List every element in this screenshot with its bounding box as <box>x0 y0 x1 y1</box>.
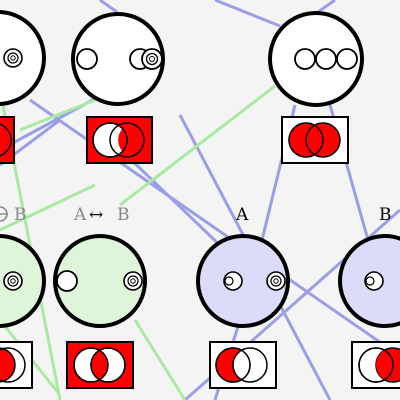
circle-node-icon <box>76 48 98 70</box>
node-labels: B A ↔ B A B <box>0 205 392 225</box>
venn-diagram-icon <box>351 341 400 389</box>
venn-diagram-icon <box>209 341 277 389</box>
circle-node-icon <box>266 271 286 291</box>
circle-node-icon <box>315 48 337 70</box>
bottom-blue-node-a <box>196 234 290 328</box>
label-c2-arrow: ↔ <box>89 205 103 225</box>
green-edge <box>0 183 96 232</box>
blue-edge <box>99 0 118 14</box>
circle-node-icon <box>56 270 78 292</box>
venn-diagram-icon <box>0 341 33 389</box>
venn-diagram-icon <box>66 341 134 389</box>
top-left-node <box>0 10 46 106</box>
top-middle-node <box>71 12 165 106</box>
circle-node-icon <box>3 48 23 68</box>
green-edge <box>19 98 96 132</box>
bottom-blue-node-b <box>338 234 400 328</box>
top-right-node <box>268 11 364 107</box>
label-c4: B <box>379 205 392 225</box>
blue-edge <box>317 0 336 14</box>
label-c2-right: B <box>117 205 130 225</box>
green-edge <box>133 319 187 400</box>
blue-edge <box>214 0 281 28</box>
green-edge <box>119 84 276 207</box>
circle-node-icon <box>123 271 143 291</box>
bottom-green-node <box>53 234 147 328</box>
label-c1: B <box>14 205 27 225</box>
circle-node-icon <box>141 48 163 70</box>
label-c3: A <box>235 205 249 225</box>
bottom-left-green-node <box>0 234 46 328</box>
venn-diagram-icon <box>0 116 15 164</box>
venn-diagram-icon <box>86 116 153 164</box>
label-c2-left: A <box>73 205 87 225</box>
circle-node-icon <box>3 271 23 291</box>
venn-diagram-icon <box>281 116 349 164</box>
circle-node-icon <box>294 48 316 70</box>
circle-node-icon <box>336 48 358 70</box>
